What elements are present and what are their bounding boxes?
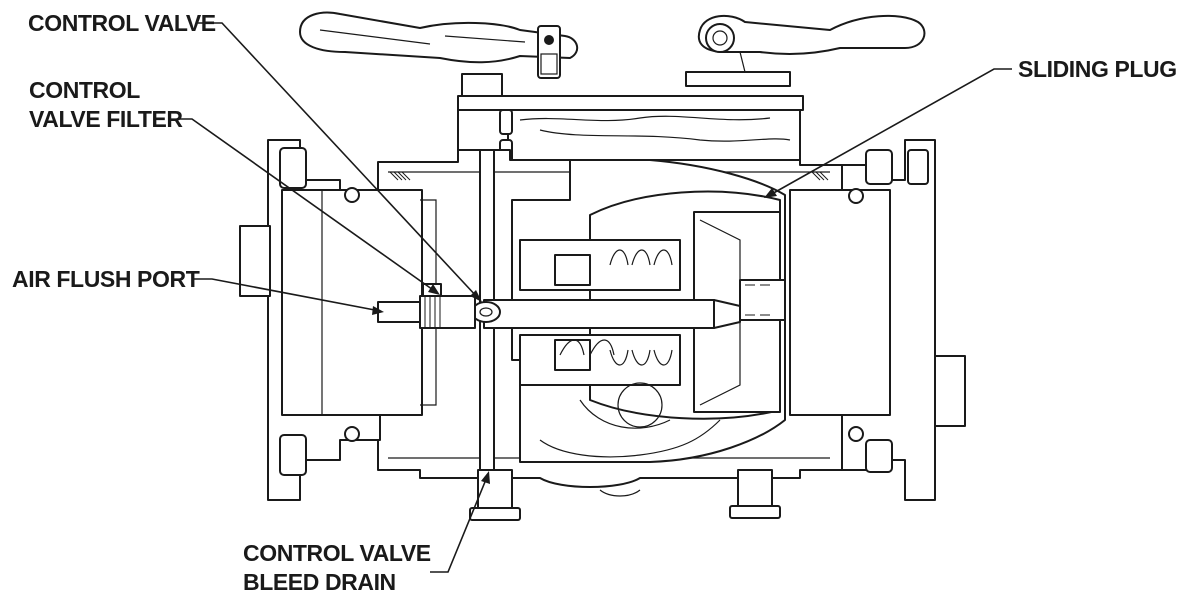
leader-control-valve-filter: [178, 118, 440, 295]
right-handle: [685, 14, 926, 87]
air-flush-port-fitting: [377, 283, 476, 329]
label-control-valve: CONTROL VALVE: [28, 10, 216, 36]
bonnet: [457, 73, 804, 165]
leader-bleed-drain: [430, 471, 490, 573]
leader-control-valve: [198, 22, 482, 302]
piston-spring-assembly: [519, 239, 681, 386]
right-flange: [789, 139, 966, 501]
left-handle: [299, 11, 579, 79]
lower-chamber-curves: [539, 382, 721, 458]
label-control-valve-filter-line1: CONTROL: [29, 77, 140, 103]
label-sliding-plug: SLIDING PLUG: [1018, 56, 1177, 82]
leader-sliding-plug: [764, 68, 1012, 198]
label-air-flush-port: AIR FLUSH PORT: [12, 266, 200, 292]
label-bleed-drain-line2: BLEED DRAIN: [243, 569, 396, 595]
leader-air-flush-port: [193, 278, 384, 315]
left-flange: [239, 139, 437, 501]
label-control-valve-filter-line2: VALVE FILTER: [29, 106, 183, 132]
valve-cross-section-icon: [239, 11, 966, 521]
label-bleed-drain-line1: CONTROL VALVE: [243, 540, 431, 566]
bottom-drains: [469, 469, 781, 521]
